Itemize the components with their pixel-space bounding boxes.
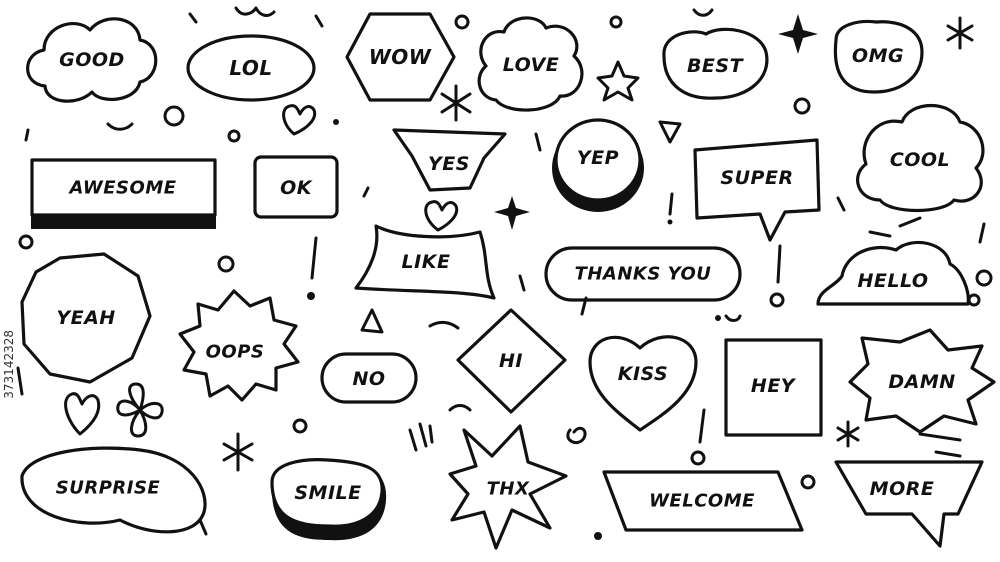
bubble-label: SMILE	[294, 482, 361, 504]
bubble-label: AWESOME	[67, 178, 176, 199]
star-icon	[596, 60, 640, 102]
bubble-wow: WOW	[345, 12, 456, 102]
bubble-label: HELLO	[857, 270, 928, 292]
bubble-label: YEAH	[56, 307, 115, 329]
heart-icon	[424, 200, 459, 232]
bubble-label: LIKE	[402, 251, 451, 273]
bubble-label: OMG	[852, 45, 904, 67]
bubble-label: YEP	[577, 147, 619, 169]
exclamation-icon	[769, 244, 785, 308]
bubble-label: KISS	[618, 363, 668, 385]
bubble-welcome: WELCOME	[602, 470, 804, 532]
bubble-yep: YEP	[552, 118, 644, 212]
bubble-ok: OK	[253, 155, 339, 219]
bubble-kiss: KISS	[588, 335, 698, 432]
bubble-awesome: AWESOME	[30, 158, 217, 229]
bubble-label: BEST	[687, 55, 745, 77]
bubble-yes: YES	[392, 128, 507, 192]
bubble-label: WELCOME	[649, 491, 755, 512]
bubble-oops: OOPS	[178, 289, 300, 402]
bubble-label: MORE	[870, 478, 935, 500]
bubble-label: DAMN	[888, 371, 955, 393]
bubble-like: LIKE	[354, 224, 496, 300]
bubble-thanks-you: THANKS YOU	[544, 246, 742, 302]
asterisk-icon	[836, 420, 860, 448]
bubble-smile: SMILE	[270, 458, 387, 541]
stock-id-watermark: 373142328	[2, 330, 16, 399]
bubble-label: LOVE	[503, 54, 560, 76]
bubble-lol: LOL	[186, 34, 316, 102]
asterisk-icon	[222, 432, 254, 472]
bubble-label: SUPER	[720, 167, 793, 189]
triangle-icon	[360, 308, 384, 334]
sparkle-icon	[778, 14, 818, 54]
bubble-label: SURPRISE	[56, 478, 161, 499]
heart-icon	[64, 392, 101, 436]
bubble-best: BEST	[662, 27, 769, 100]
bubble-label: OK	[280, 177, 313, 199]
exclamation-icon	[690, 408, 706, 466]
triangle-icon	[658, 120, 682, 144]
bubble-thx: THX	[448, 424, 568, 550]
bubble-label: HEY	[751, 375, 797, 397]
bubble-yeah: YEAH	[20, 252, 152, 384]
bubble-label: WOW	[369, 45, 432, 69]
bubble-no: NO	[320, 352, 418, 404]
bubble-hello: HELLO	[816, 240, 970, 306]
flower-icon	[116, 382, 164, 438]
heart-icon	[282, 104, 317, 136]
bubble-label: LOL	[229, 56, 272, 80]
bubble-love: LOVE	[477, 16, 584, 112]
bubble-surprise: SURPRISE	[20, 446, 207, 534]
bubble-label: HI	[499, 350, 523, 372]
bubble-label: THX	[487, 479, 530, 500]
bubble-label: THANKS YOU	[575, 264, 712, 285]
bubble-label: NO	[352, 368, 385, 390]
bubble-good: GOOD	[26, 17, 158, 103]
asterisk-icon	[946, 16, 974, 50]
bubble-omg: OMG	[833, 19, 924, 94]
bubble-damn: DAMN	[848, 328, 996, 434]
bubble-label: COOL	[890, 149, 950, 171]
bubble-hi: HI	[456, 308, 567, 414]
squiggle-icon	[16, 6, 986, 536]
sparkle-icon	[494, 196, 530, 230]
bubble-super: SUPER	[693, 138, 821, 242]
bubble-label: YES	[428, 153, 470, 175]
bubble-more: MORE	[834, 460, 984, 548]
exclamation-icon	[667, 192, 674, 225]
bubble-label: GOOD	[59, 49, 125, 71]
asterisk-icon	[440, 84, 472, 122]
exclamation-icon	[307, 236, 318, 300]
bubble-label: OOPS	[206, 342, 265, 363]
bubble-hey: HEY	[724, 338, 823, 437]
bubble-cool: COOL	[856, 103, 985, 213]
circle-icon	[18, 14, 993, 540]
